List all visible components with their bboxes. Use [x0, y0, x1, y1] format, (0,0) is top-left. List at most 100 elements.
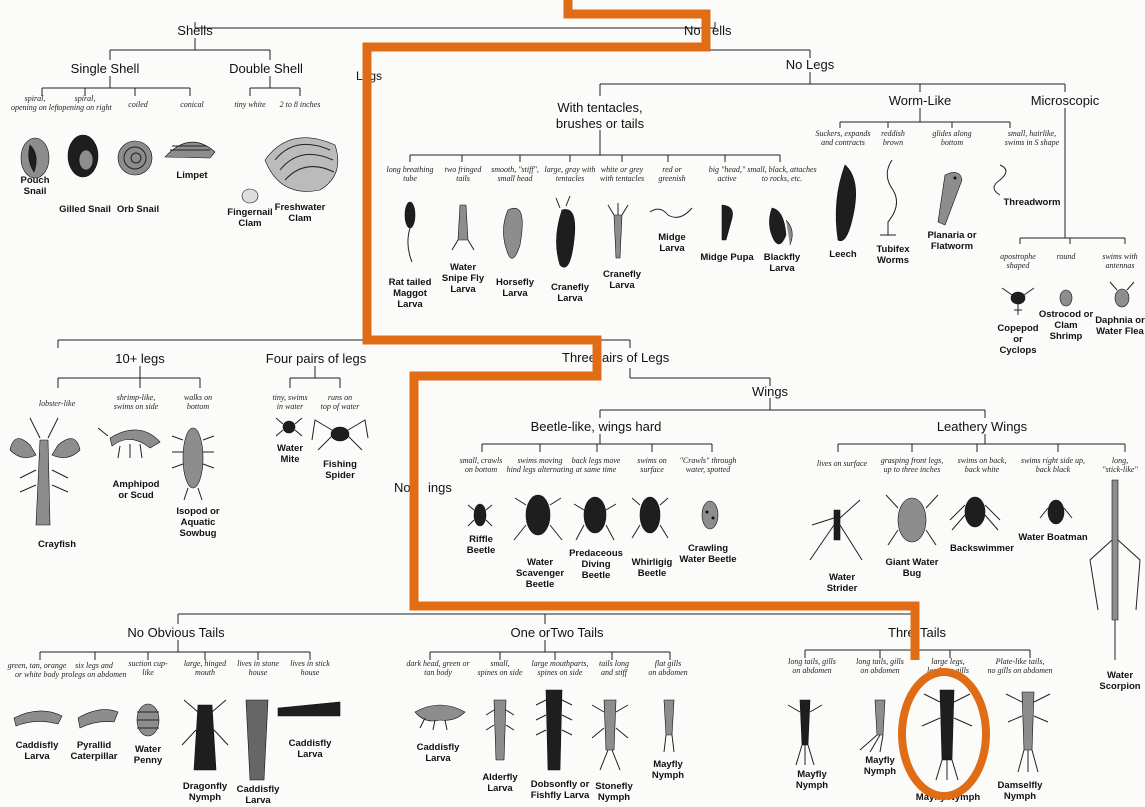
caddisfly-larva-4-name-line1: Caddisfly [417, 742, 460, 753]
heading-double-shell: Double Shell [229, 61, 303, 76]
blackfly-larva-description-line1: small, black, attaches [747, 165, 816, 174]
predaceous-diving-beetle-description-line2: at same time [576, 465, 617, 474]
caddisfly-larva-1-name-line1: Caddisfly [16, 740, 59, 751]
leech-description-line1: Suckers, expands [815, 129, 870, 138]
water-penny-description-line1: suction cup- [128, 659, 168, 668]
mayfly-nymph-1-name-line1: Mayfly [653, 759, 683, 770]
stonefly-nymph-name-line2: Nymph [598, 792, 630, 803]
isopod-name-line2: Aquatic [181, 517, 216, 528]
freshwater-clam-drawing [264, 137, 339, 192]
rat-tailed-maggot-name-line3: Larva [397, 299, 423, 310]
planaria-description-line2: bottom [941, 138, 963, 147]
cranefly-larva-1-description-line1: large, gray with [544, 165, 595, 174]
crayfish-description-line1: lobster-like [39, 399, 76, 408]
isopod-description-line2: bottom [187, 402, 209, 411]
horsefly-larva-description-line1: smooth, "stiff", [491, 165, 539, 174]
water-snipe-fly-description-line2: tails [456, 174, 470, 183]
daphnia-drawing [1109, 281, 1135, 308]
freshwater-clam-description-line1: 2 to 8 inches [280, 100, 321, 109]
ostracod-name-line1: Ostrocod or [1039, 309, 1094, 320]
dobsonfly-larva-name-line1: Dobsonfly or [531, 779, 590, 790]
pouch-snail-name-line2: Snail [24, 186, 47, 197]
daphnia-name-line1: Daphnia or [1095, 315, 1145, 326]
tubifex-drawing [880, 159, 898, 236]
caddisfly-larva-1-description-line1: green, tan, orange [8, 661, 67, 670]
whirligig-beetle-description-line2: surface [640, 465, 664, 474]
fishing-spider-description-line2: top of water [321, 402, 361, 411]
blackfly-larva-description-line2: to rocks, etc. [762, 174, 803, 183]
tubifex-worms-description-line2: brown [883, 138, 903, 147]
threadworm-description-line2: swims in S shape [1005, 138, 1060, 147]
heading-no-obvious-tails: No Obvious Tails [127, 625, 225, 640]
crayfish-drawing [9, 417, 81, 526]
whirligig-beetle-name-line2: Beetle [638, 568, 667, 579]
horsefly-larva-name-line2: Larva [502, 288, 528, 299]
heading-beetle-like: Beetle-like, wings hard [531, 419, 662, 434]
horsefly-larva-description-line2: small head [498, 174, 534, 183]
fishing-spider-name-line2: Spider [325, 470, 355, 481]
heading-leathery-wings: Leathery Wings [937, 419, 1028, 434]
caddisfly-larva-1-name-line2: Larva [24, 751, 50, 762]
water-penny-drawing [136, 703, 160, 737]
cranefly-larva-2-name-line2: Larva [609, 280, 635, 291]
predaceous-diving-beetle-description-line1: back legs move [572, 456, 621, 465]
giant-water-bug-name-line1: Giant Water [886, 557, 939, 568]
water-scavenger-beetle-description-line2: hind legs alternating [507, 465, 574, 474]
heading-no-wings-b: ings [428, 480, 452, 495]
caddisfly-larva-2-description-line1: lives in stone [237, 659, 279, 668]
limpet-description-line1: conical [180, 100, 204, 109]
caddisfly-larva-3-description-line2: house [301, 668, 320, 677]
water-boatman-name-line1: Water Boatman [1018, 532, 1088, 543]
leech-description-line2: and contracts [821, 138, 865, 147]
threadworm-description-line1: small, hairlike, [1008, 129, 1056, 138]
heading-four-pairs: Four pairs of legs [266, 351, 367, 366]
caddisfly-larva-3-drawing [277, 701, 341, 717]
water-snipe-fly-name-line2: Snipe Fly [442, 273, 485, 284]
water-mite-name-line2: Mite [281, 454, 300, 465]
highlight-path [362, 0, 990, 800]
blackfly-larva-drawing [769, 207, 793, 246]
caddisfly-larva-1-drawing [13, 710, 63, 727]
midge-pupa-description-line2: active [717, 174, 737, 183]
freshwater-clam-name-line1: Freshwater [275, 202, 326, 213]
whirligig-beetle-name-line1: Whirligig [632, 557, 673, 568]
pyrallid-caterpillar-name-line2: Caterpillar [71, 751, 118, 762]
daphnia-description-line2: antennas [1106, 261, 1135, 270]
midge-larva-description-line1: red or [662, 165, 682, 174]
copepod-description-line2: shaped [1007, 261, 1031, 270]
orb-snail-drawing [117, 140, 153, 176]
mayfly-nymph-2-description-line1: long tails, gills [788, 657, 836, 666]
pouch-snail-description-line2: opening on left [11, 103, 60, 112]
heading-ten-legs: 10+ legs [115, 351, 165, 366]
midge-pupa-drawing [721, 204, 733, 241]
water-snipe-fly-name-line3: Larva [450, 284, 476, 295]
mayfly-nymph-1-drawing [663, 699, 675, 753]
water-mite-description-line2: in water [277, 402, 304, 411]
tubifex-worms-name-line2: Worms [877, 255, 909, 266]
mayfly-nymph-4-description-line1: large legs, [931, 657, 964, 666]
horsefly-larva-drawing [503, 208, 523, 259]
heading-three-tails-a: Thre [888, 625, 915, 640]
ostracod-drawing [1059, 289, 1073, 307]
heading-single-shell: Single Shell [71, 61, 140, 76]
heading-three-pairs-a: Three [562, 350, 596, 365]
horsefly-larva-name-line1: Horsefly [496, 277, 535, 288]
whirligig-beetle-drawing [631, 496, 669, 539]
crawling-water-beetle-drawing [701, 500, 719, 530]
stonefly-nymph-drawing [591, 699, 629, 771]
fingernail-clam-name-line2: Clam [238, 218, 261, 229]
amphipod-description-line2: swims on side [114, 402, 159, 411]
gilled-snail-description-line1: spiral, [75, 94, 96, 103]
heading-no-wings-a: No [394, 480, 411, 495]
caddisfly-larva-4-description-line1: dark head, green or [406, 659, 470, 668]
pouch-snail-name-line1: Pouch [20, 175, 49, 186]
mayfly-nymph-2-description-line2: on abdomen [792, 666, 831, 675]
damselfly-nymph-description-line1: Plate-like tails, [995, 657, 1045, 666]
stonefly-nymph-description-line2: and stiff [601, 668, 629, 677]
fishing-spider-description-line1: runs on [328, 393, 352, 402]
planaria-description-line1: glides along [932, 129, 971, 138]
alderfly-larva-name-line1: Alderfly [482, 772, 518, 783]
dobsonfly-larva-description-line2: spines on side [538, 668, 583, 677]
water-scavenger-beetle-description-line1: swims moving [517, 456, 562, 465]
